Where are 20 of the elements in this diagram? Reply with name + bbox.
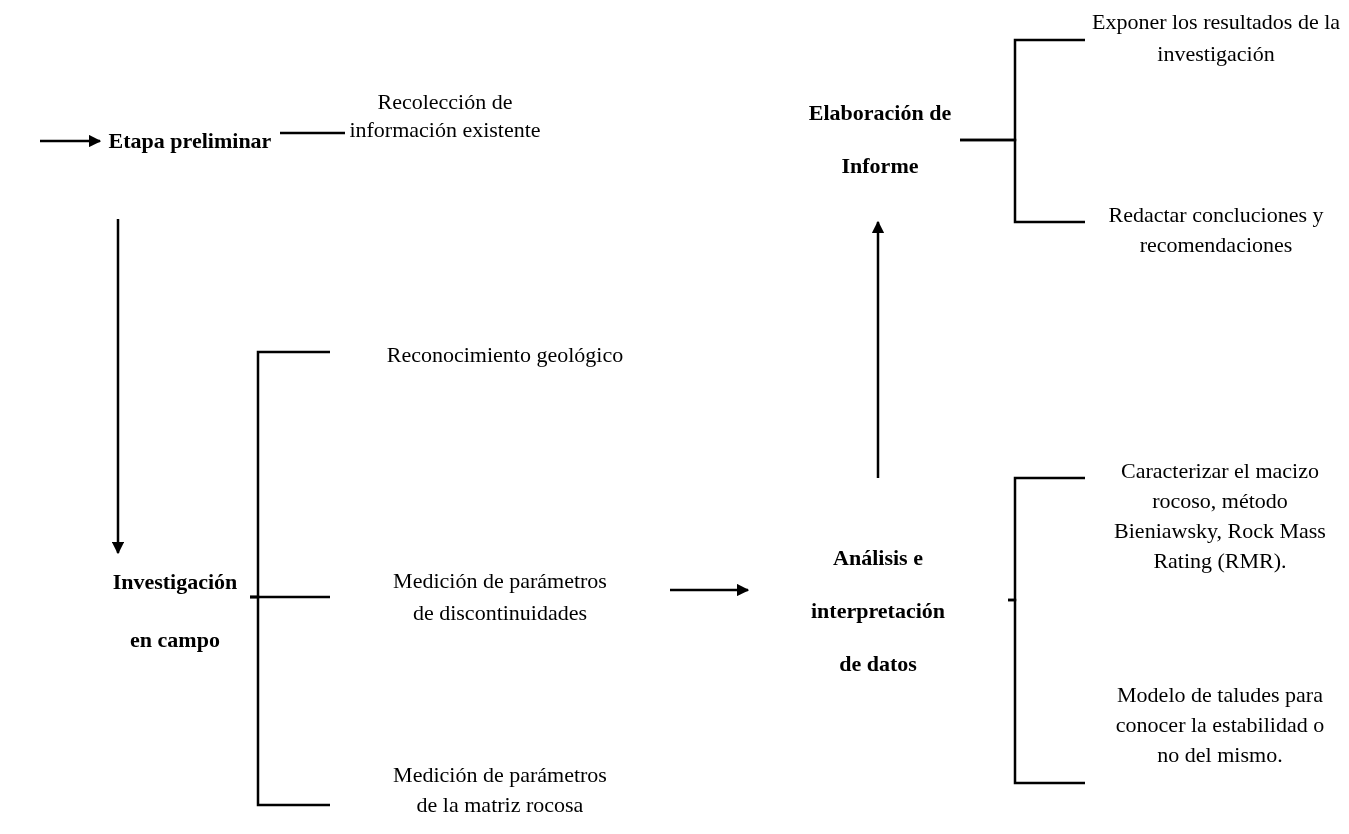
arrow <box>111 219 125 555</box>
stage-title: Elaboración de Informe <box>807 99 953 180</box>
connector-line <box>960 138 1085 224</box>
arrow <box>670 583 750 597</box>
task-text: Exponer los resultados de la investigación <box>1090 8 1342 68</box>
stage-title: Investigación en campo <box>111 568 239 654</box>
stage-title: Análisis e interpretación de datos <box>810 544 946 678</box>
task-text: Recolección de información existente <box>348 88 542 144</box>
task-text: Caracterizar el macizo rocoso, método Bieniawsky, Rock Mass Rating (RMR). <box>1113 457 1327 575</box>
arrow <box>871 220 885 478</box>
connector-line <box>280 131 345 135</box>
arrow <box>40 134 102 148</box>
task-text: Modelo de taludes para conocer la estabilidad o no del mismo. <box>1114 681 1326 769</box>
task-text: Redactar concluciones y recomendaciones <box>1107 201 1325 259</box>
connector-line <box>1008 598 1085 785</box>
connector-line <box>250 595 330 807</box>
task-text: Medición de parámetros de la matriz rocosa <box>392 761 608 819</box>
stage-title: Etapa preliminar <box>108 127 272 155</box>
task-text: Medición de parámetros de discontinuidades <box>392 567 608 627</box>
task-text: Reconocimiento geológico <box>386 341 624 369</box>
